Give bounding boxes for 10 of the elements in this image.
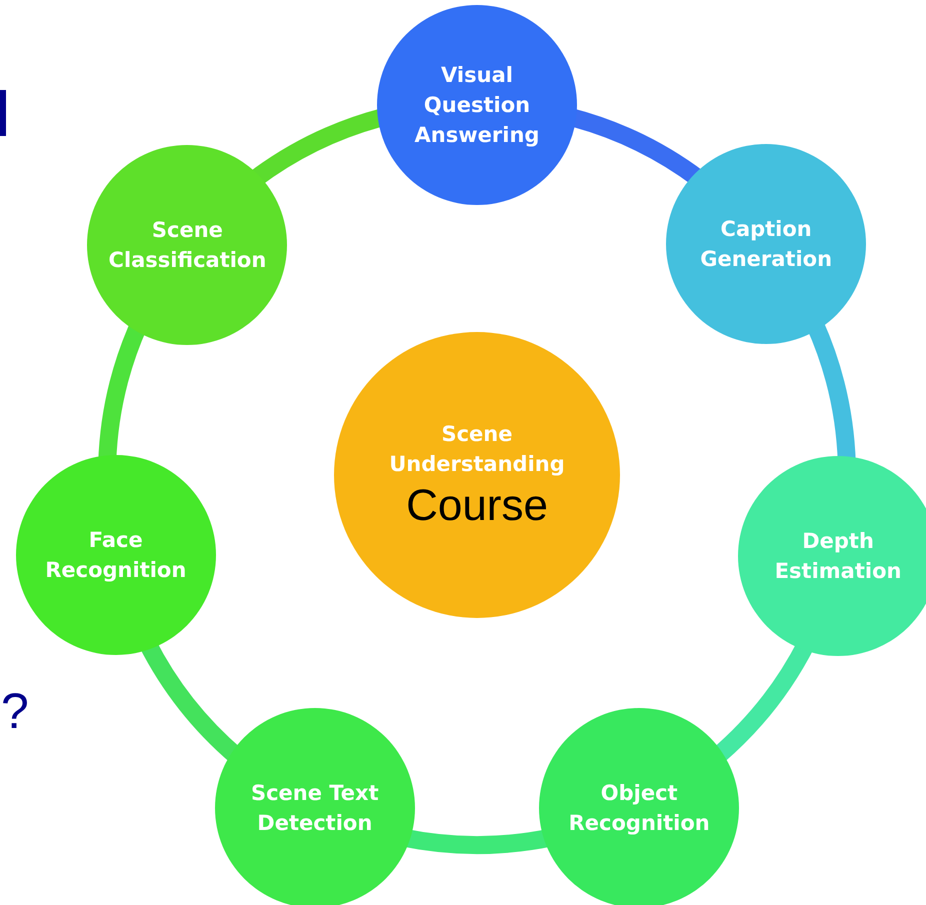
topic-label: Visual Question Answering bbox=[414, 62, 540, 149]
topic-label: Caption Generation bbox=[699, 216, 834, 274]
topic-label: Depth Estimation bbox=[774, 528, 902, 585]
topic-label: Scene Classification bbox=[108, 216, 268, 274]
course-label: Course bbox=[406, 481, 548, 531]
topic-label: Face Recognition bbox=[44, 527, 188, 584]
topic-label: Object Recognition bbox=[568, 780, 711, 837]
topic-label: Scene Understanding bbox=[388, 421, 566, 478]
question-mark-text: ? bbox=[1, 684, 29, 738]
topic-label: Scene Text Detection bbox=[250, 780, 380, 837]
